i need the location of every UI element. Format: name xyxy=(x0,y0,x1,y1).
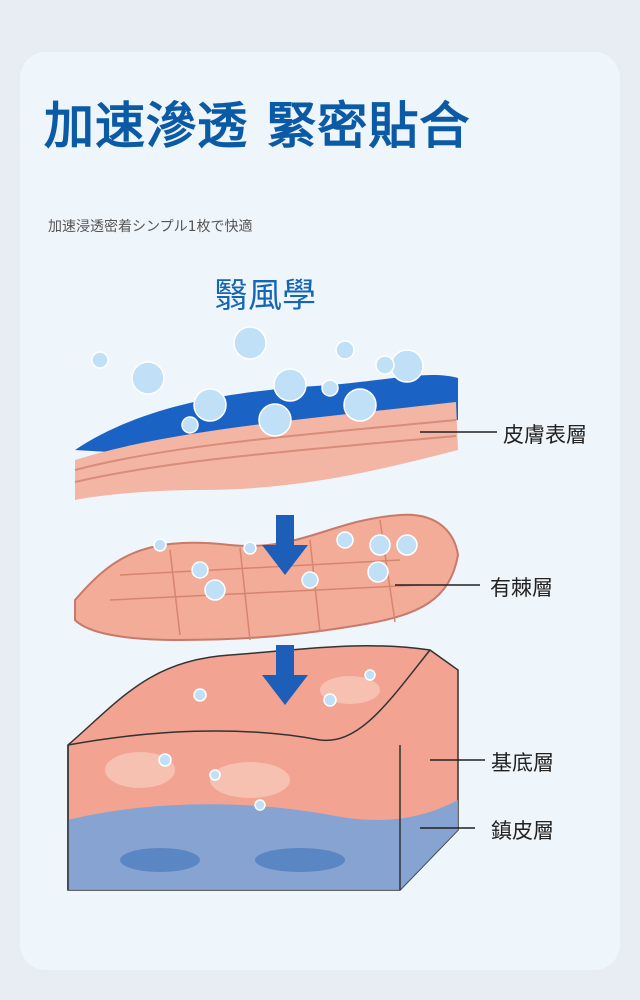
basal-dermis-block xyxy=(67,644,459,891)
bubbles xyxy=(91,326,424,811)
subtitle: 加速浸透密着シンプル1枚で快適 xyxy=(48,219,253,235)
epidermis-layer xyxy=(74,375,458,500)
label-epidermis: 皮膚表層 xyxy=(503,423,587,447)
label-dermis: 鎮皮層 xyxy=(491,819,554,843)
label-basal: 基底層 xyxy=(491,751,554,775)
brand-name: 翳風學 xyxy=(214,276,316,316)
label-spinous: 有棘層 xyxy=(490,576,553,600)
arrow-down-icon xyxy=(262,515,308,575)
headline: 加速滲透 緊密貼合 xyxy=(44,97,471,155)
leader-lines xyxy=(395,431,497,829)
arrow-down-icon xyxy=(262,645,308,705)
spinous-layer xyxy=(74,513,460,642)
